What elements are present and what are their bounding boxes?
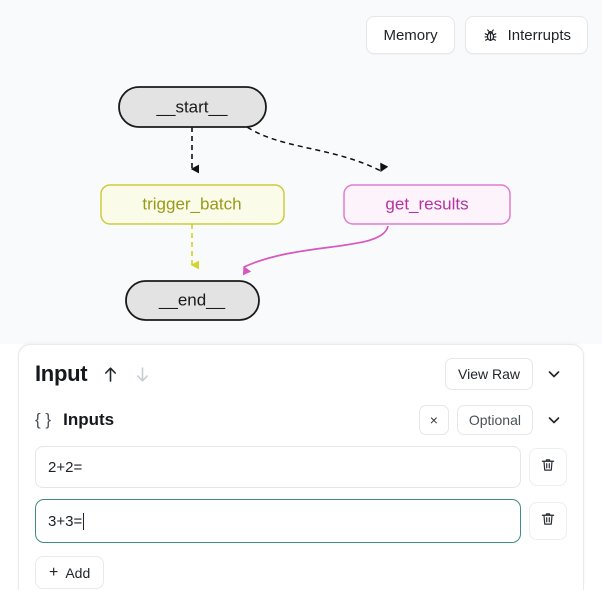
graph-node-trigger-batch-label: trigger_batch: [142, 194, 241, 213]
graph-canvas[interactable]: Memory Interrupts: [0, 0, 602, 344]
input-panel-header-actions: View Raw: [445, 358, 567, 390]
graph-node-get-results[interactable]: get_results: [343, 184, 511, 225]
input-text-field-1-value: 2+2=: [48, 458, 83, 476]
panel-collapse-chevron-down-icon[interactable]: [541, 361, 567, 387]
add-input-button-label: Add: [65, 564, 91, 581]
arrow-up-icon[interactable]: [97, 361, 123, 387]
view-raw-button-label: View Raw: [458, 366, 520, 382]
graph-node-get-results-label: get_results: [385, 194, 468, 213]
graph-node-start[interactable]: __start__: [118, 86, 267, 128]
input-field-row: 2+2=: [19, 446, 583, 488]
interrupts-button-label: Interrupts: [507, 26, 571, 44]
trash-icon: [540, 457, 556, 478]
graph-node-end[interactable]: __end__: [125, 280, 260, 321]
inputs-section-header: { } Inputs × Optional: [19, 405, 583, 435]
delete-input-2-button[interactable]: [529, 502, 567, 540]
graph-svg: __start__ trigger_batch get_results __en…: [100, 86, 511, 321]
inputs-section-label: Inputs: [63, 410, 115, 429]
add-input-button[interactable]: + Add: [35, 556, 105, 589]
trash-icon: [540, 511, 556, 532]
page-title: Input: [35, 361, 88, 386]
arrow-down-icon[interactable]: [129, 361, 155, 387]
close-icon[interactable]: ×: [418, 405, 449, 435]
graph-node-end-label: __end__: [158, 290, 226, 309]
text-cursor: [83, 512, 85, 530]
input-field-row: 3+3=: [19, 499, 583, 543]
inputs-expand-chevron-down-icon[interactable]: [541, 407, 567, 433]
input-text-field-2-value: 3+3=: [48, 512, 83, 530]
inputs-section-actions: × Optional: [418, 405, 567, 435]
graph-node-trigger-batch[interactable]: trigger_batch: [100, 184, 285, 225]
edge-get_results-to-end: [242, 225, 389, 276]
view-raw-button[interactable]: View Raw: [445, 358, 533, 390]
plus-icon: +: [49, 563, 59, 581]
memory-button[interactable]: Memory: [366, 16, 455, 54]
bug-icon: [482, 27, 499, 44]
memory-button-label: Memory: [383, 26, 438, 44]
input-text-field-2[interactable]: 3+3=: [35, 499, 521, 543]
delete-input-1-button[interactable]: [529, 448, 567, 486]
optional-badge[interactable]: Optional: [456, 405, 533, 435]
braces-icon: { }: [35, 410, 52, 429]
input-panel-header: Input View Raw: [19, 345, 583, 390]
graph-toolbar: Memory Interrupts: [366, 16, 588, 54]
input-panel: Input View Raw { } Inputs ×: [18, 344, 584, 590]
graph-node-start-label: __start__: [156, 97, 228, 116]
input-text-field-1[interactable]: 2+2=: [35, 446, 521, 488]
interrupts-button[interactable]: Interrupts: [464, 16, 588, 54]
edge-start-to-get_results: [239, 121, 389, 173]
